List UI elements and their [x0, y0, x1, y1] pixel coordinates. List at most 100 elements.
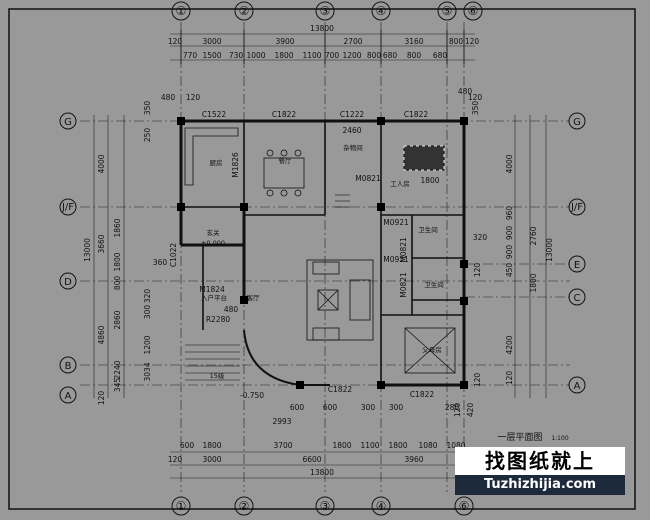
axis-label-e-right: E [574, 260, 580, 271]
axis-label-d: D [64, 277, 72, 288]
top-dim: 1100 [302, 51, 321, 60]
door-label: M0921 [383, 218, 409, 227]
window-label: C1822 [328, 385, 353, 394]
top-dim: 3000 [202, 37, 221, 46]
sofa-set [306, 259, 374, 341]
top-dim: 1800 [274, 51, 293, 60]
door-label: M1824 [199, 285, 225, 294]
top-dim: 3900 [275, 37, 294, 46]
window-label: C1822 [272, 110, 297, 119]
top-total-dim: 13800 [310, 24, 334, 33]
top-dim: 700 [325, 51, 340, 60]
top-dim: 1500 [202, 51, 221, 60]
bottom-total-dim: 13800 [310, 468, 334, 477]
right-dim: 120 [473, 373, 482, 388]
right-dim: 900 [505, 226, 514, 241]
axis-label-4-bottom: ④ [376, 499, 387, 513]
bottom-dim: 1080 [446, 441, 465, 450]
left-dim: 2240 [113, 360, 122, 379]
left-dim: 350 [143, 101, 152, 116]
room-label-dining: 餐厅 [279, 156, 293, 165]
bottom-dim: 600 [180, 441, 195, 450]
left-dim: 320 [143, 289, 152, 304]
door-label: M0821 [399, 237, 408, 263]
room-label-kitchen: 厨房 [210, 158, 223, 167]
window-label: C1822 [404, 110, 429, 119]
top-dim: 1200 [342, 51, 361, 60]
right-dim: 4000 [505, 154, 514, 173]
bottom-dim: 3000 [202, 455, 221, 464]
right-dim: 450 [505, 263, 514, 278]
left-dim: 345 [113, 378, 122, 393]
right-dim: 320 [473, 233, 488, 242]
window-label: C1022 [169, 243, 178, 268]
left-dim: 3034 [143, 362, 152, 381]
right-dim: 120 [473, 263, 482, 278]
right-dim: 900 [505, 245, 514, 260]
axis-label-2: ② [239, 4, 250, 18]
top-dim: 2700 [343, 37, 362, 46]
bottom-dim: 1100 [360, 441, 379, 450]
foyer-level: ±0.000 [201, 239, 225, 247]
note-dim: 300 [361, 403, 376, 412]
exterior-walls [179, 119, 466, 387]
right-dim: 2760 [529, 226, 538, 245]
door-label: M0921 [383, 255, 409, 264]
note-dim: 2993 [272, 417, 291, 426]
axis-label-2-bottom: ② [239, 499, 250, 513]
left-dim: 300 [143, 305, 152, 320]
axis-label-4: ④ [376, 4, 387, 18]
room-label-bath1: 卫生间 [418, 225, 438, 234]
note-dim: 600 [323, 403, 338, 412]
left-dim: 250 [143, 128, 152, 143]
right-dim: 120 [453, 403, 462, 418]
left-dim: 3660 [97, 234, 106, 253]
note-dim: 1800 [420, 176, 439, 185]
left-dim: 800 [113, 276, 122, 291]
dining-table [263, 149, 305, 197]
left-dim: 1800 [113, 252, 122, 271]
radius-note: R2280 [206, 315, 231, 324]
axis-label-j-right: J/F [570, 202, 583, 213]
room-label-living: 客厅 [247, 293, 261, 302]
bottom-dim: 1800 [332, 441, 351, 450]
top-dim: 730 [229, 51, 244, 60]
room-label-storage: 杂物间 [343, 143, 363, 152]
note-dim: 480 [224, 305, 239, 314]
left-dim: 120 [97, 391, 106, 406]
steps-label: 15级 [210, 371, 225, 380]
entry-steps [185, 194, 350, 381]
axis-label-g: G [64, 117, 72, 128]
right-dim: 120 [468, 93, 483, 102]
bottom-dim: 120 [168, 455, 183, 464]
right-dim: 4200 [505, 335, 514, 354]
left-dim: 1860 [113, 218, 122, 237]
axis-label-6: ⑥ [468, 4, 479, 18]
window-label: C1522 [202, 110, 227, 119]
axis-label-a-right: A [574, 381, 581, 392]
left-total-dim: 13000 [83, 238, 92, 262]
bottom-dim: 1080 [418, 441, 437, 450]
axis-label-b: B [65, 361, 72, 372]
dimension-lines [93, 30, 547, 479]
drawing-title: 一层平面图 [497, 432, 542, 443]
bottom-dim: 6600 [302, 455, 321, 464]
window-label: C1222 [340, 110, 365, 119]
right-dim: 120 [505, 371, 514, 386]
axis-label-3-bottom: ③ [320, 499, 331, 513]
interior-walls [181, 121, 464, 385]
elevation-note: -0.750 [240, 391, 264, 400]
drawing-frame [8, 8, 636, 510]
left-dim: 1200 [143, 335, 152, 354]
axis-markers [59, 1, 586, 516]
right-dim: 480 [458, 87, 473, 96]
room-label-elder: 父母房 [422, 345, 442, 354]
parents-bed [404, 327, 456, 374]
note-dim: 600 [290, 403, 305, 412]
room-label-entry: 入户平台 [201, 293, 227, 302]
axis-label-3: ③ [320, 4, 331, 18]
left-dim: 120 [186, 93, 201, 102]
door-label: M0821 [355, 174, 381, 183]
top-dim: 680 [383, 51, 398, 60]
